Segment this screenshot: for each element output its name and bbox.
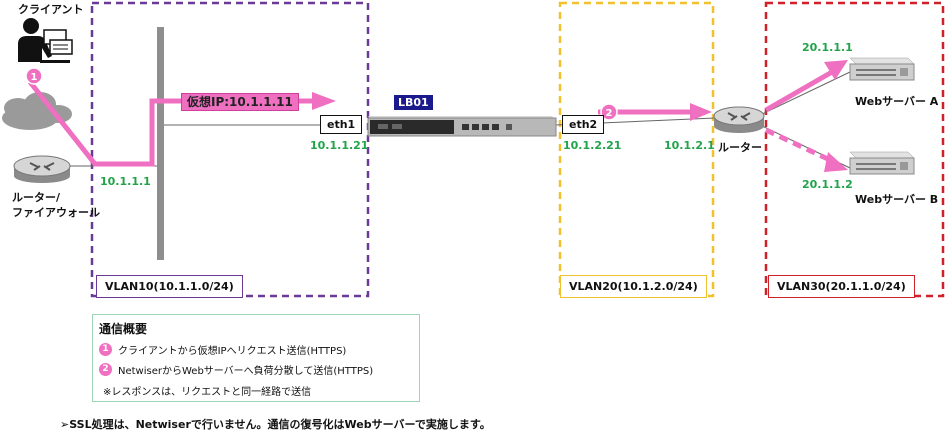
load-balancer-appliance-icon: [367, 116, 558, 137]
summary-step-1-number: 1: [99, 343, 112, 356]
vlan20-label: VLAN20(10.1.2.0/24): [560, 275, 707, 298]
vlan10-switch-bar: [157, 27, 164, 260]
eth1-port-label: eth1: [320, 115, 363, 134]
flow-path-to-server-a: [764, 69, 834, 113]
step-1-marker: 1: [25, 67, 43, 85]
web-server-b-icon: [849, 151, 915, 175]
flow-arrowhead-server-a: [824, 60, 848, 80]
vlan10-label: VLAN10(10.1.1.0/24): [96, 275, 243, 298]
internet-cloud-icon: [2, 92, 72, 130]
eth2-ip: 10.1.2.21: [563, 139, 622, 152]
web-server-a-icon: [849, 57, 915, 81]
server-b-ip: 20.1.1.2: [802, 178, 853, 191]
flow-path-to-server-b: [764, 127, 832, 163]
summary-step-2-text: NetwiserからWebサーバーへ負荷分散して送信(HTTPS): [118, 366, 374, 377]
router-icon: [713, 106, 765, 133]
client-person-icon: [18, 18, 73, 63]
router-firewall-icon: [13, 155, 71, 183]
vlan30-zone: [764, 1, 945, 298]
flow-arrowhead-server-b: [824, 152, 848, 172]
svg-text:1: 1: [31, 72, 38, 83]
router-ip: 10.1.2.1: [664, 139, 715, 152]
eth2-port-label: eth2: [562, 115, 605, 134]
step-2-marker: 2: [600, 103, 618, 121]
server-b-label: Webサーバー B: [855, 193, 939, 206]
summary-step-2: 2 NetwiserからWebサーバーへ負荷分散して送信(HTTPS): [99, 362, 373, 377]
summary-title: 通信概要: [99, 322, 148, 336]
eth1-ip: 10.1.1.21: [310, 139, 369, 152]
virtual-ip-badge: 仮想IP:10.1.1.11: [181, 93, 299, 111]
router-label: ルーター: [718, 141, 762, 154]
lb-name-badge: LB01: [394, 95, 433, 110]
vlan10-zone: [90, 1, 370, 298]
vlan30-label: VLAN30(20.1.1.0/24): [768, 275, 915, 298]
flow-arrowhead-1: [312, 92, 336, 110]
router-firewall-label-line2: ファイアウォール: [12, 206, 100, 219]
router-firewall-label-line1: ルーター/: [12, 191, 61, 204]
summary-note: ※レスポンスは、リクエストと同一経路で送信: [103, 387, 312, 398]
summary-step-1: 1 クライアントから仮想IPへリクエスト送信(HTTPS): [99, 342, 346, 357]
flow-arrowhead-2: [690, 103, 712, 121]
ssl-note: ➢SSL処理は、Netwiserで行いません。通信の復号化はWebサーバーで実施…: [60, 418, 491, 431]
communication-summary-box: 通信概要 1 クライアントから仮想IPへリクエスト送信(HTTPS) 2 Net…: [92, 314, 420, 402]
summary-step-2-number: 2: [99, 363, 112, 376]
server-a-ip: 20.1.1.1: [802, 41, 853, 54]
summary-step-1-text: クライアントから仮想IPへリクエスト送信(HTTPS): [118, 346, 347, 357]
svg-text:2: 2: [606, 108, 613, 119]
client-label: クライアント: [18, 3, 84, 16]
server-a-label: Webサーバー A: [855, 95, 939, 108]
router-firewall-ip: 10.1.1.1: [100, 175, 151, 188]
